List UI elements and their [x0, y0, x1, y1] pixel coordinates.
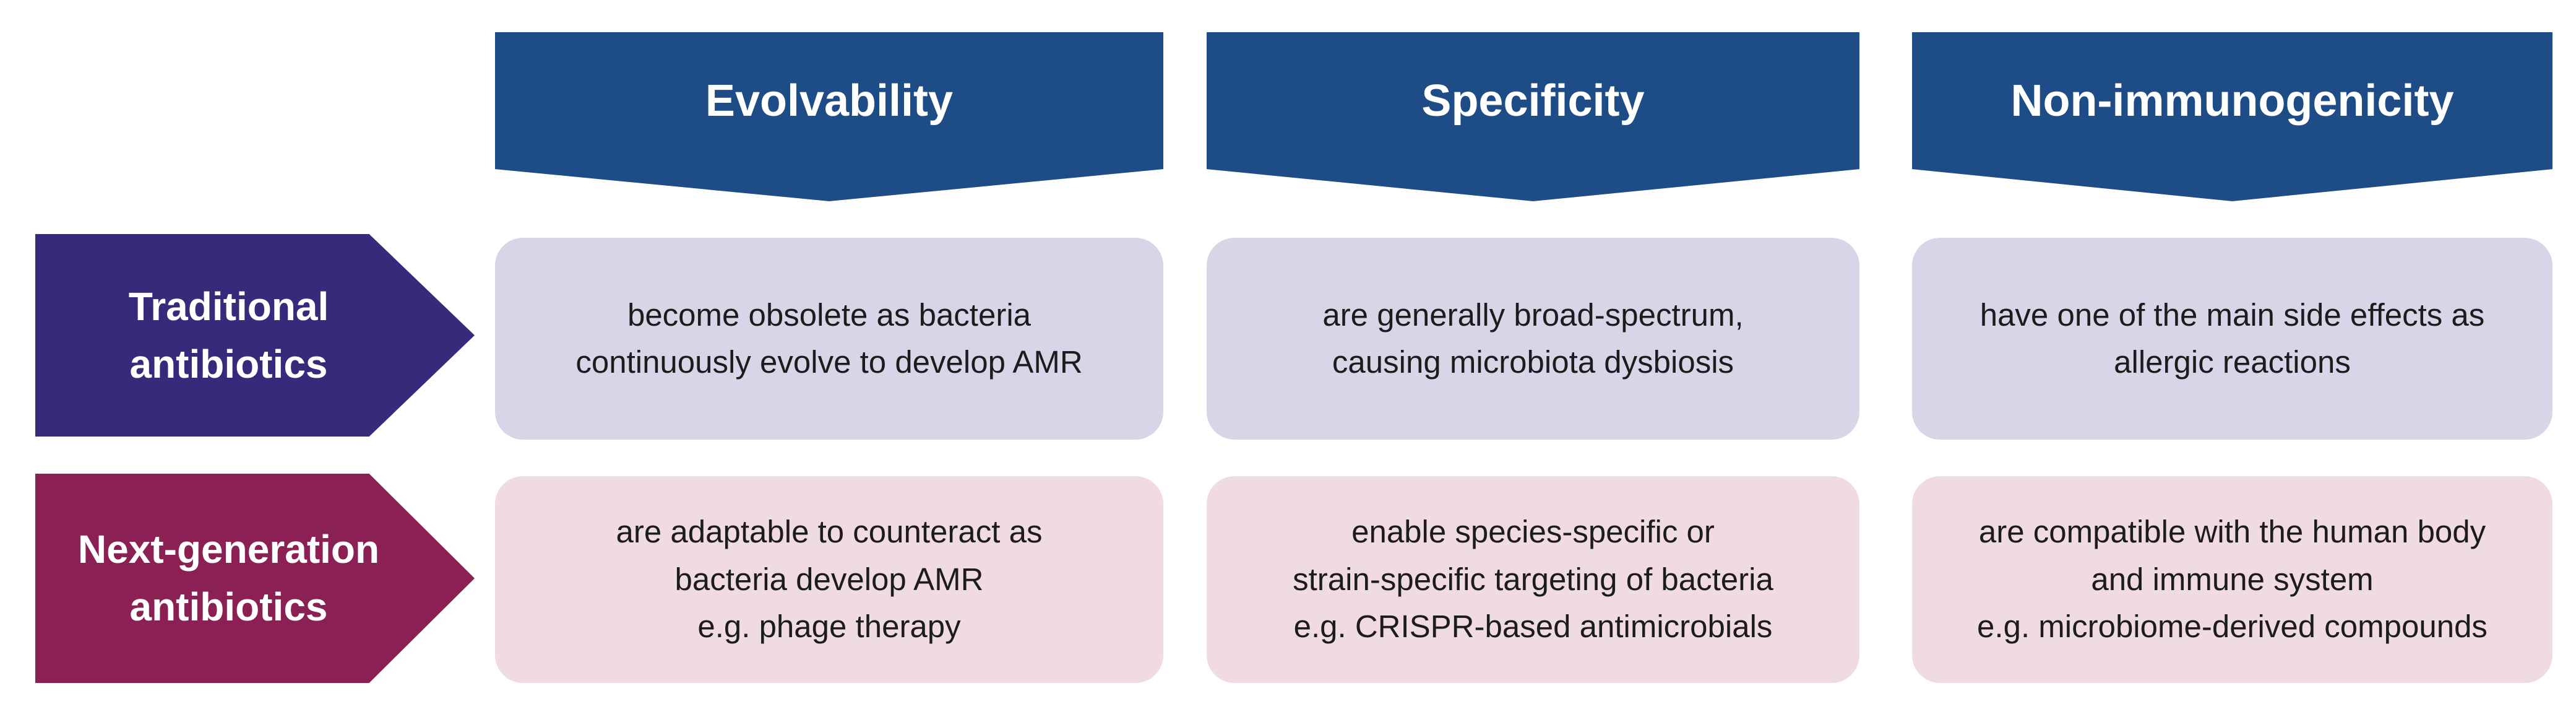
- row-label-traditional-antibiotics: Traditional antibiotics: [35, 234, 475, 437]
- cell-text-line: and immune system: [2091, 561, 2374, 597]
- row-label-line: Traditional: [128, 284, 329, 329]
- cell-text-line: are generally broad-spectrum,: [1322, 297, 1744, 333]
- column-header-specificity: Specificity: [1207, 32, 1859, 201]
- cell-traditional-evolvability: become obsolete as bacteria continuously…: [495, 238, 1163, 440]
- cell-text-line: causing microbiota dysbiosis: [1332, 344, 1734, 380]
- cell-text-line: bacteria develop AMR: [674, 561, 984, 597]
- cell-next-generation-specificity: enable species-specific or strain-specif…: [1207, 476, 1859, 683]
- cell-text-line: e.g. phage therapy: [697, 609, 961, 645]
- cell-next-generation-non-immunogenicity: are compatible with the human body and i…: [1912, 476, 2552, 683]
- cell-text-line: become obsolete as bacteria: [627, 297, 1032, 333]
- cell-traditional-specificity: are generally broad-spectrum, causing mi…: [1207, 238, 1859, 440]
- cell-text-line: allergic reactions: [2114, 344, 2351, 380]
- row-label-line: antibiotics: [129, 341, 328, 386]
- column-header-label: Evolvability: [705, 76, 954, 126]
- cell-text-line: continuously evolve to develop AMR: [575, 344, 1083, 380]
- column-header-non-immunogenicity: Non-immunogenicity: [1912, 32, 2552, 201]
- row-label-line: Next-generation: [77, 527, 380, 572]
- row-label-next-generation-antibiotics: Next-generation antibiotics: [35, 474, 475, 683]
- cell-next-generation-evolvability: are adaptable to counteract as bacteria …: [495, 476, 1163, 683]
- cell-text-line: e.g. microbiome-derived compounds: [1977, 609, 2488, 645]
- cell-text-line: have one of the main side effects as: [1979, 297, 2485, 333]
- column-header-label: Non-immunogenicity: [2010, 76, 2454, 126]
- column-header-label: Specificity: [1421, 76, 1645, 126]
- column-header-evolvability: Evolvability: [495, 32, 1163, 201]
- cell-text-line: enable species-specific or: [1351, 514, 1715, 550]
- cell-text-line: e.g. CRISPR-based antimicrobials: [1293, 609, 1773, 645]
- cell-text-line: are adaptable to counteract as: [616, 514, 1043, 550]
- cell-traditional-non-immunogenicity: have one of the main side effects as all…: [1912, 238, 2552, 440]
- cell-text-line: strain-specific targeting of bacteria: [1293, 561, 1773, 597]
- row-label-line: antibiotics: [129, 585, 328, 629]
- cell-text-line: are compatible with the human body: [1978, 514, 2486, 550]
